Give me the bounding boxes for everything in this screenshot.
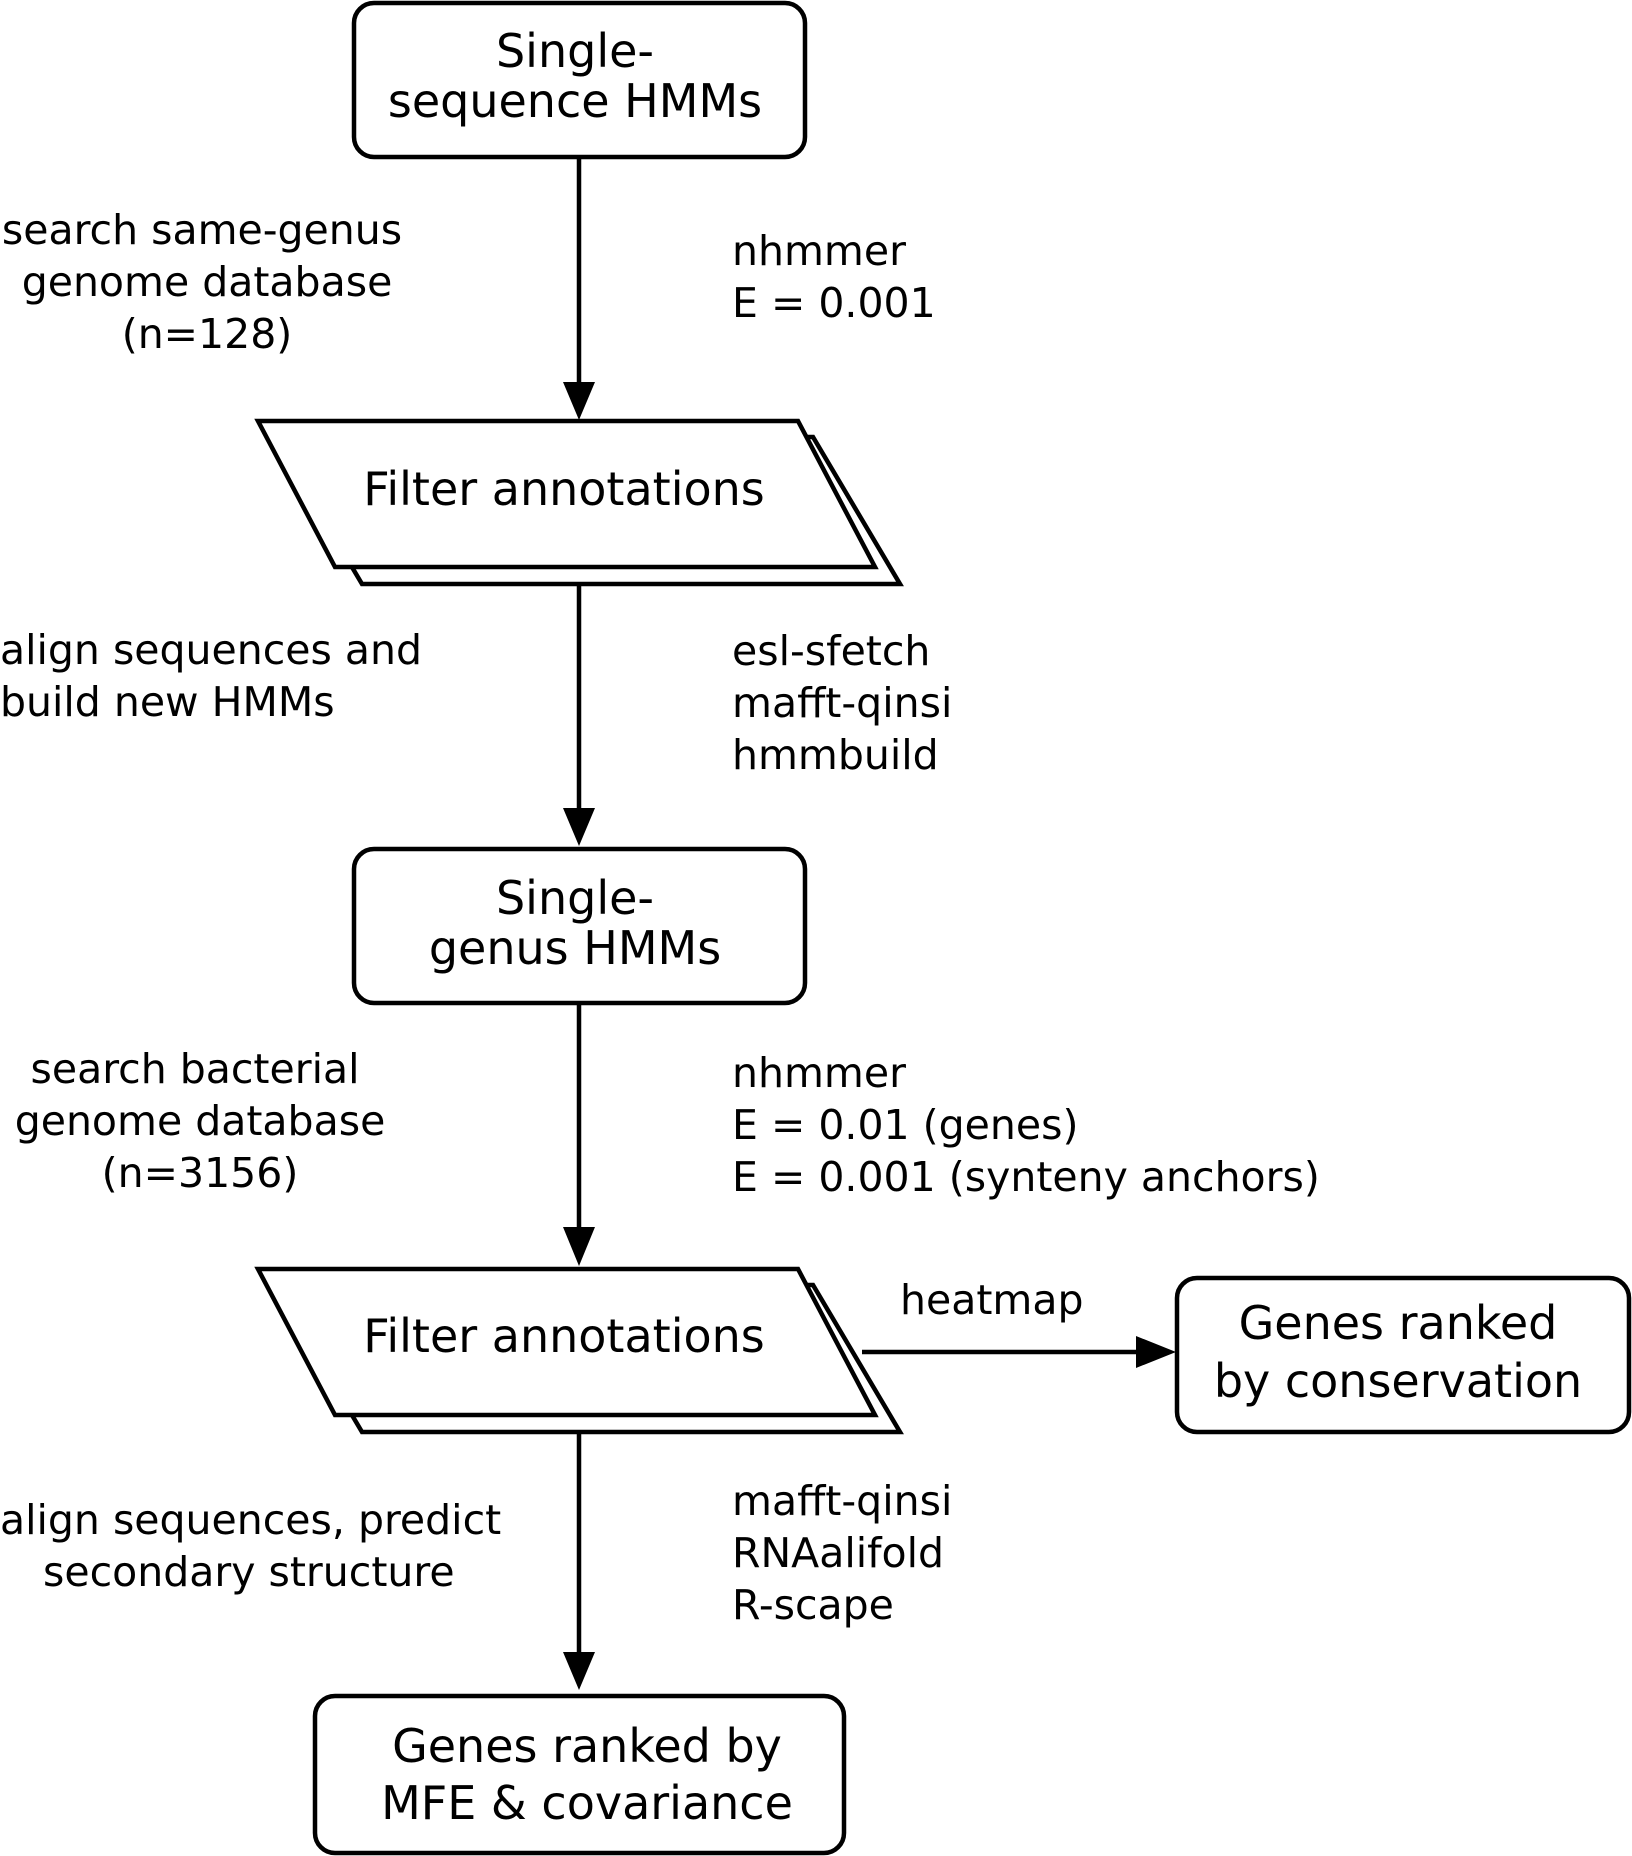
arrow-3 [563,1003,595,1266]
edge-5-step-line-1: align sequences, predict [0,1496,501,1544]
arrow-4 [862,1336,1176,1368]
edge-3-step-line-1: search bacterial [31,1045,360,1093]
node-genes-ranked-mfe-line-2: MFE & covariance [381,1776,793,1830]
edge-3-step-label: search bacterial genome database (n=3156… [15,1045,386,1197]
node-filter-annotations-1: Filter annotations [254,418,904,587]
arrow-1 [563,157,595,420]
edge-3-step-line-3: (n=3156) [102,1149,299,1197]
edge-1-step-line-3: (n=128) [122,310,293,358]
edge-3-tool-line-2: E = 0.01 (genes) [732,1101,1078,1149]
edge-3-tool-label: nhmmer E = 0.01 (genes) E = 0.001 (synte… [732,1049,1320,1201]
edge-3-tool-line-1: nhmmer [732,1049,906,1097]
node-single-sequence-hmms-line-1: Single- [496,24,654,78]
edge-2-tool-line-3: hmmbuild [732,731,939,779]
filter-annotations-1-front-sheet [254,418,879,570]
node-filter-annotations-2: Filter annotations [254,1266,904,1435]
edge-3-step-line-2: genome database [15,1097,386,1145]
edge-2-tool-line-1: esl-sfetch [732,627,930,675]
node-single-genus-hmms: Single- genus HMMs [351,846,808,1006]
edge-5-tool-line-2: RNAalifold [732,1529,944,1577]
node-genes-ranked-conservation-line-2: by conservation [1214,1354,1582,1408]
edge-5-tool-line-3: R-scape [732,1581,894,1629]
edge-1-step-line-2: genome database [22,258,393,306]
node-genes-ranked-conservation-line-1: Genes ranked [1239,1296,1558,1350]
edge-2-tool-label: esl-sfetch mafft-qinsi hmmbuild [732,627,952,779]
arrow-2 [563,585,595,846]
node-genes-ranked-mfe-line-1: Genes ranked by [392,1719,782,1773]
node-single-genus-hmms-line-1: Single- [496,871,654,925]
node-genes-ranked-conservation: Genes ranked by conservation [1174,1275,1632,1435]
node-single-sequence-hmms: Single- sequence HMMs [351,0,808,160]
edge-2-tool-line-2: mafft-qinsi [732,679,952,727]
edge-2-step-line-1: align sequences and [0,626,422,674]
edge-3-tool-line-3: E = 0.001 (synteny anchors) [732,1153,1320,1201]
edge-5-step-line-2: secondary structure [43,1548,455,1596]
edge-5-tool-label: mafft-qinsi RNAalifold R-scape [732,1477,952,1629]
node-genes-ranked-mfe: Genes ranked by MFE & covariance [312,1693,847,1856]
edge-4-tool-line-1: heatmap [900,1276,1084,1324]
node-single-sequence-hmms-line-2: sequence HMMs [388,74,762,128]
edge-1-tool-line-1: nhmmer [732,227,906,275]
edge-1-tool-line-2: E = 0.001 [732,279,936,327]
edge-4-tool-label: heatmap [900,1276,1084,1324]
arrow-5 [563,1432,595,1690]
edge-1-step-line-1: search same-genus [2,206,402,254]
edge-2-step-line-2: build new HMMs [0,678,335,726]
node-filter-annotations-2-label: Filter annotations [363,1309,765,1363]
edge-5-step-label: align sequences, predict secondary struc… [0,1496,501,1596]
edge-2-step-label: align sequences and build new HMMs [0,626,422,726]
filter-annotations-2-front-sheet [254,1266,879,1418]
node-single-genus-hmms-line-2: genus HMMs [429,921,721,975]
edge-1-step-label: search same-genus genome database (n=128… [2,206,402,358]
edge-1-tool-label: nhmmer E = 0.001 [732,227,936,327]
edge-5-tool-line-1: mafft-qinsi [732,1477,952,1525]
node-filter-annotations-1-label: Filter annotations [363,462,765,516]
